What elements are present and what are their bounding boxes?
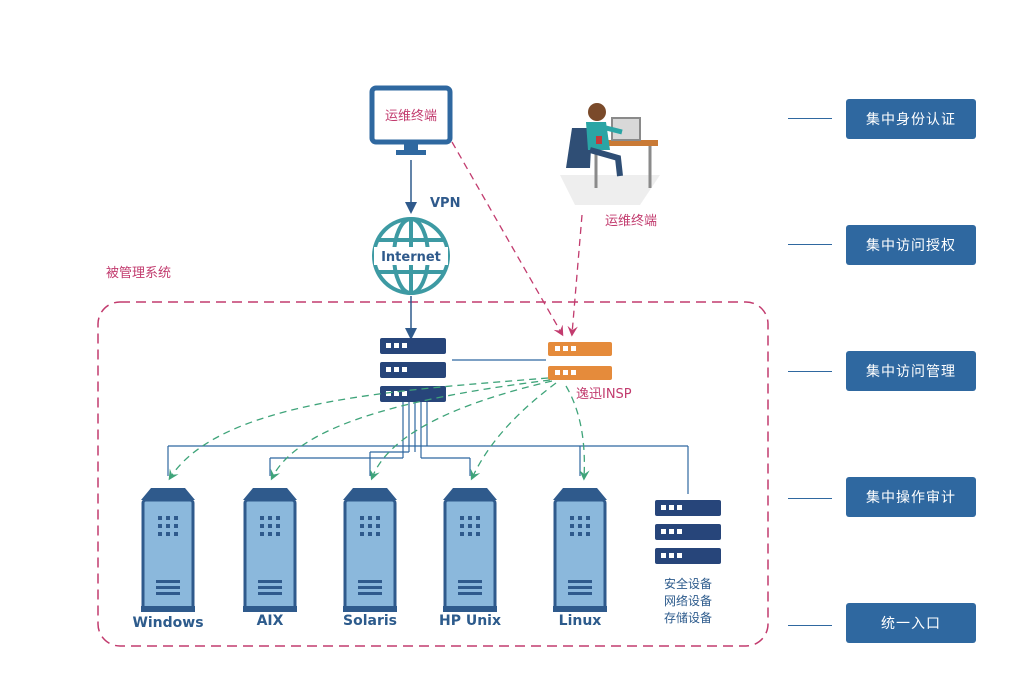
capability-access-management: 集中访问管理 [846, 351, 976, 391]
right-connector-4 [788, 498, 832, 499]
capability-identity-auth: 集中身份认证 [846, 99, 976, 139]
server-label-hpunix: HP Unix [439, 613, 501, 629]
globe-icon [372, 217, 450, 295]
devices-line-1: 安全设备 [664, 576, 712, 591]
terminal-top-label: 运维终端 [385, 108, 437, 124]
server-label-solaris: Solaris [343, 613, 397, 629]
server-solaris-icon [341, 486, 399, 614]
devices-line-2: 网络设备 [664, 593, 712, 608]
terminal-person-label: 运维终端 [605, 213, 657, 229]
devices-stack-icon [655, 500, 721, 564]
devices-line-3: 存储设备 [664, 610, 712, 625]
terminal-to-insp-dash [451, 141, 564, 337]
internet-label: Internet [381, 250, 441, 265]
server-label-windows: Windows [132, 615, 203, 631]
right-connector-3 [788, 371, 832, 372]
server-windows-icon [139, 486, 197, 614]
capability-unified-entry: 统一入口 [846, 603, 976, 643]
capability-operation-audit: 集中操作审计 [846, 477, 976, 517]
audit-flow-lines [168, 377, 590, 481]
person-to-insp-dash [567, 214, 583, 337]
server-linux-icon [551, 486, 609, 614]
server-label-aix: AIX [257, 613, 284, 629]
monitor-icon [369, 85, 453, 155]
right-connector-2 [788, 244, 832, 245]
right-connector-1 [788, 118, 832, 119]
distribution-lines [167, 402, 689, 494]
server-label-linux: Linux [559, 613, 602, 629]
vpn-label: VPN [430, 196, 460, 211]
server-aix-icon [241, 486, 299, 614]
managed-system-label: 被管理系统 [106, 266, 171, 281]
managed-system-border [97, 301, 769, 647]
insp-label: 逸迅INSP [576, 387, 632, 402]
right-connector-5 [788, 625, 832, 626]
gateway-stack-icon [380, 338, 446, 402]
insp-appliance-icon [548, 342, 612, 380]
capability-access-authorization: 集中访问授权 [846, 225, 976, 265]
operator-person-icon [560, 103, 660, 205]
server-hpunix-icon [441, 486, 499, 614]
